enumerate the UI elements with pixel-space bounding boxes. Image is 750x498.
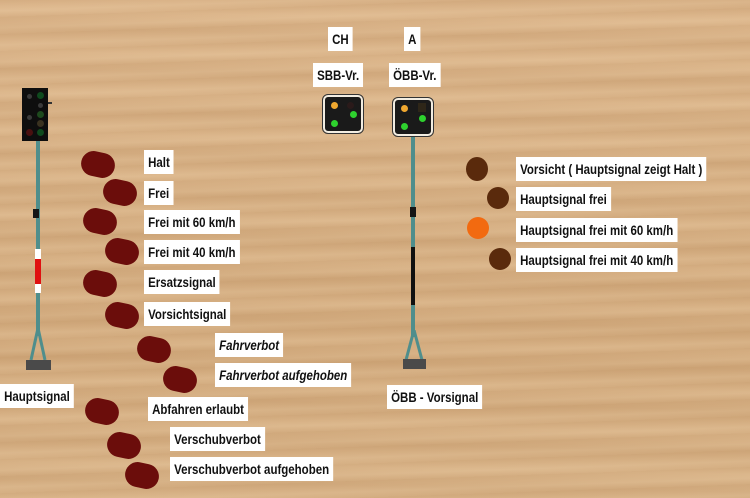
sbb-distant-signal-head xyxy=(322,94,364,134)
green-lamp-icon xyxy=(350,111,357,118)
state-label-halt: Halt xyxy=(144,150,174,174)
state-indicator-icon xyxy=(102,235,142,268)
yellow-lamp-icon xyxy=(401,105,408,112)
state-indicator-icon xyxy=(489,248,511,270)
state-label-abfahren-erlaubt: Abfahren erlaubt xyxy=(148,397,249,421)
distant-signal-title: ÖBB - Vorsignal xyxy=(387,385,483,409)
state-indicator-icon xyxy=(78,148,118,181)
sbb-distant-signal-label: SBB-Vr. xyxy=(313,63,364,87)
distant-state-frei-60: Hauptsignal frei mit 60 km/h xyxy=(516,218,678,242)
state-indicator-icon xyxy=(82,395,122,428)
state-label-ersatzsignal: Ersatzsignal xyxy=(144,270,220,294)
green-lamp-icon xyxy=(37,129,44,136)
distant-state-hauptsignal-frei: Hauptsignal frei xyxy=(516,187,611,211)
dark-lamp-icon xyxy=(347,102,354,109)
state-indicator-icon xyxy=(160,363,200,396)
green-lamp-icon xyxy=(401,123,408,130)
green-lamp-icon xyxy=(419,115,426,122)
state-indicator-icon xyxy=(104,429,144,462)
signal-arm xyxy=(48,102,52,104)
dark-lamp-icon xyxy=(418,103,426,112)
main-signal-pole xyxy=(36,141,40,336)
state-label-frei: Frei xyxy=(144,181,174,205)
state-indicator-icon xyxy=(100,176,140,209)
pole-red-stripe xyxy=(35,259,41,284)
pole-marker xyxy=(410,207,416,217)
state-label-vorsichtsignal: Vorsichtsignal xyxy=(144,302,231,326)
state-label-verschubverbot-aufgehoben: Verschubverbot aufgehoben xyxy=(170,457,334,481)
distant-state-frei-40: Hauptsignal frei mit 40 km/h xyxy=(516,248,678,272)
state-label-fahrverbot-aufgehoben: Fahrverbot aufgehoben xyxy=(215,363,352,387)
state-indicator-icon xyxy=(122,459,162,492)
main-signal-title: Hauptsignal xyxy=(0,384,74,408)
state-indicator-icon xyxy=(80,205,120,238)
state-label-frei-40: Frei mit 40 km/h xyxy=(144,240,240,264)
obb-distant-signal-label: ÖBB-Vr. xyxy=(389,63,441,87)
main-signal-head xyxy=(22,88,48,141)
yellow-lamp-icon xyxy=(331,102,338,109)
green-lamp-icon xyxy=(37,111,44,118)
state-label-fahrverbot: Fahrverbot xyxy=(215,333,284,357)
state-indicator-icon xyxy=(134,333,174,366)
pole-marker xyxy=(33,209,39,218)
red-lamp-icon xyxy=(26,129,33,136)
state-indicator-icon xyxy=(466,157,488,181)
state-label-verschubverbot: Verschubverbot xyxy=(170,427,265,451)
country-label-a: A xyxy=(404,27,421,51)
main-signal-base xyxy=(26,360,51,370)
state-indicator-icon xyxy=(467,217,489,239)
white-lamp-icon xyxy=(27,115,32,120)
yellow-lamp-icon xyxy=(37,120,44,127)
distant-signal-pole xyxy=(411,137,415,337)
obb-distant-signal-head xyxy=(392,97,434,137)
pole-foot-icon xyxy=(404,330,424,361)
green-lamp-icon xyxy=(37,92,44,99)
pole-white-stripe xyxy=(35,249,41,293)
state-label-frei-60: Frei mit 60 km/h xyxy=(144,210,240,234)
green-lamp-icon xyxy=(331,120,338,127)
country-label-ch: CH xyxy=(328,27,353,51)
distant-signal-base xyxy=(403,359,426,369)
state-indicator-icon xyxy=(80,267,120,300)
white-lamp-icon xyxy=(38,103,43,108)
pole-black-stripe xyxy=(411,247,415,305)
pole-foot-icon xyxy=(29,328,47,361)
distant-state-vorsicht: Vorsicht ( Hauptsignal zeigt Halt ) xyxy=(516,157,707,181)
state-indicator-icon xyxy=(102,299,142,332)
white-lamp-icon xyxy=(27,94,32,99)
state-indicator-icon xyxy=(487,187,509,209)
